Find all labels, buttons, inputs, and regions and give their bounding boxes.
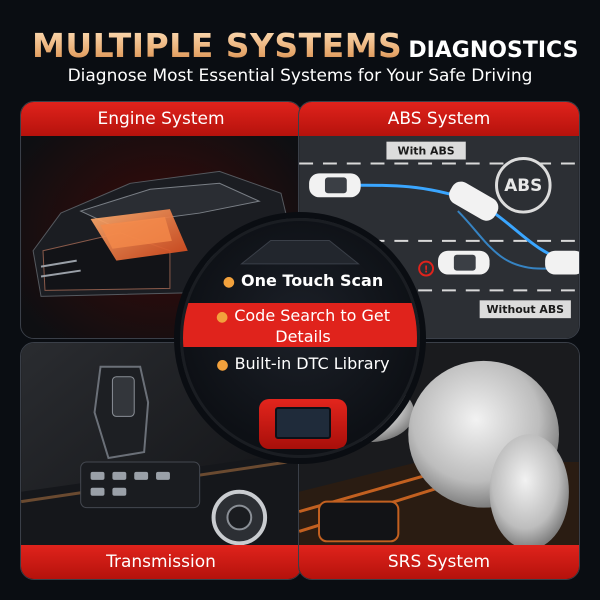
srs-system-label: SRS System: [299, 545, 579, 579]
title-small: DIAGNOSTICS: [408, 38, 579, 63]
without-abs-label: Without ABS: [487, 303, 565, 316]
srs-system-panel: SRS System: [298, 342, 580, 580]
with-abs-label: With ABS: [398, 145, 455, 158]
gear-shifter-icon: [93, 365, 150, 460]
feature-label-line2: Details: [275, 327, 331, 346]
car-icon: [545, 250, 579, 275]
feature-code-search: ● Code Search to Get Details: [183, 303, 417, 347]
scanner-device: [259, 399, 347, 449]
bullet-icon: ●: [216, 357, 229, 373]
warning-icon: [418, 260, 435, 277]
feature-label: Built-in DTC Library: [234, 354, 390, 373]
abs-warning-icon: [495, 157, 552, 214]
airbag-illustration: [299, 343, 579, 579]
subtitle: Diagnose Most Essential Systems for Your…: [67, 66, 533, 86]
car-icon: [309, 173, 361, 198]
feature-label: One Touch Scan: [240, 271, 384, 290]
abs-system-label: ABS System: [299, 102, 579, 136]
feature-dtc-library: ● Built-in DTC Library: [183, 354, 417, 373]
svg-text:!: !: [424, 265, 429, 276]
transmission-label: Transmission: [21, 545, 301, 579]
feature-label-line1: Code Search to Get: [234, 306, 390, 325]
title-big: MULTIPLE SYSTEMS: [32, 26, 403, 65]
feature-circle: ● One Touch Scan ● Code Search to Get Deta…: [180, 218, 420, 458]
abs-badge-text: ABS: [504, 175, 542, 195]
device-screen: [275, 407, 331, 439]
feature-one-touch-scan: ● One Touch Scan: [183, 271, 417, 290]
car-silhouette-icon: [240, 240, 360, 265]
car-icon: [438, 250, 490, 275]
car-icon: [449, 181, 499, 221]
engine-system-label: Engine System: [21, 102, 301, 136]
engine-system-panel: Engine System: [20, 101, 302, 339]
bullet-icon: ●: [222, 274, 235, 290]
bullet-icon: ●: [216, 309, 229, 325]
